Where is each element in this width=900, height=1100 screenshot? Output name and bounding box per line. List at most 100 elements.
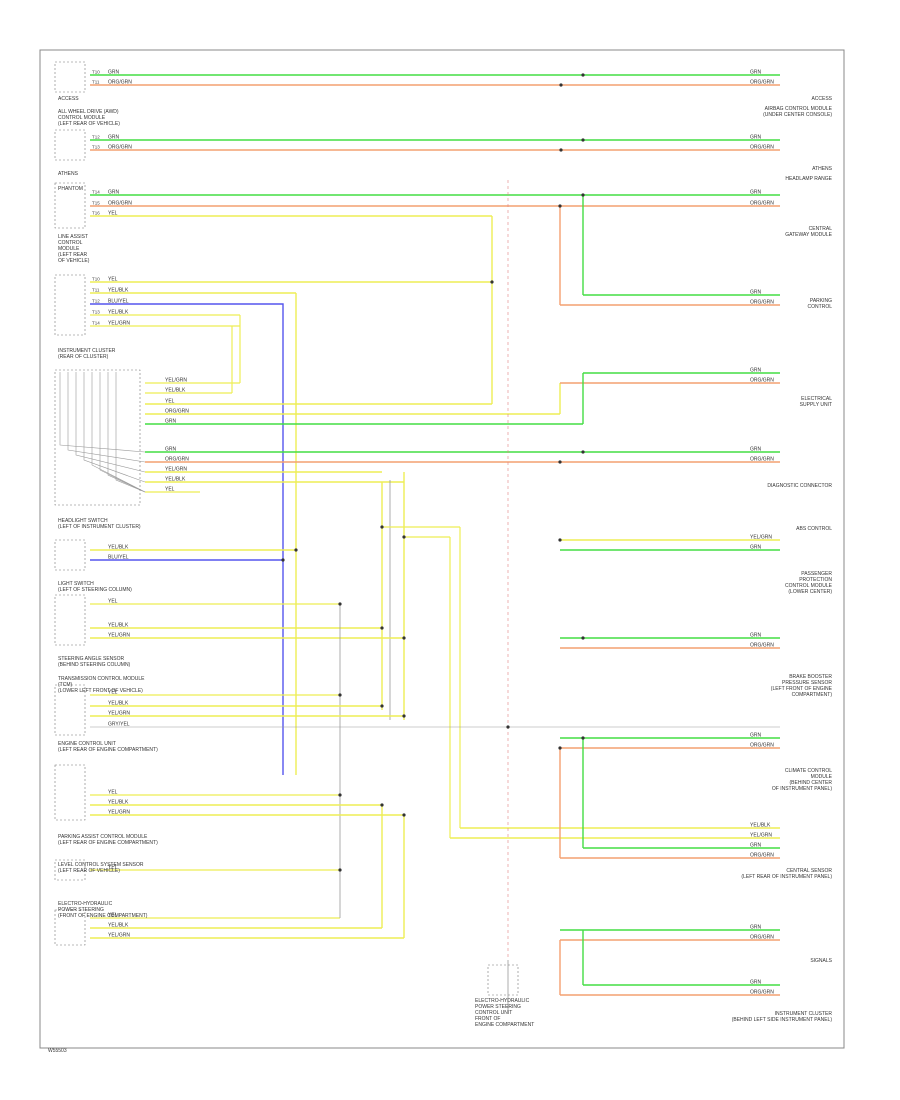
connector-power-steering [487, 964, 519, 996]
right-component-label: DIAGNOSTIC CONNECTOR [767, 483, 832, 489]
splice-dot [581, 138, 585, 142]
right-component-label: CONTROL MODULE [785, 583, 833, 589]
connector-light-switch [54, 594, 86, 646]
cluster-fan-wire [75, 372, 146, 473]
left-component-label: HEADLIGHT SWITCH [58, 518, 108, 524]
cluster-fan-wire [67, 372, 146, 463]
pin-label: T12 [92, 135, 100, 140]
left-component-label: ATHENS [58, 171, 79, 177]
right-component-label: (BEHIND LEFT SIDE INSTRUMENT PANEL) [732, 1017, 833, 1023]
wire-label: YEL/GRN [750, 535, 772, 541]
pin-label: T13 [92, 310, 100, 315]
right-component-label: CENTRAL [809, 226, 833, 232]
right-component-label: HEADLAMP RANGE [785, 176, 832, 182]
right-component-label: PROTECTION [799, 577, 832, 583]
pin-label: T15 [92, 201, 100, 206]
wire-label: YEL [108, 790, 118, 796]
left-component-label: (LEFT OF INSTRUMENT CLUSTER) [58, 524, 141, 530]
right-component-label: ELECTRICAL [801, 396, 832, 402]
pin-label: T14 [92, 190, 100, 195]
wire-label: YEL/GRN [108, 810, 130, 816]
wire-label: YEL/GRN [108, 633, 130, 639]
cluster-fan-wire [115, 372, 146, 493]
bottom-center-label: ELECTRO-HYDRAULIC [475, 998, 530, 1004]
right-component-label: CONTROL [808, 304, 833, 310]
splice-dot [380, 626, 384, 630]
wire-label: YEL [108, 690, 118, 696]
right-component-label: BRAKE BOOSTER [789, 674, 832, 680]
right-component-label: PARKING [810, 298, 832, 304]
pin-label: T12 [92, 299, 100, 304]
wire-label: YEL/BLK [108, 800, 129, 806]
wire-label: GRN [750, 733, 762, 739]
wire-label: YEL/BLK [108, 623, 129, 629]
wire-label: YEL/BLK [165, 388, 186, 394]
connector-athens [54, 182, 86, 229]
wire-label: GRY/YEL [108, 722, 130, 728]
splice-dot [402, 714, 406, 718]
left-component-label: (REAR OF CLUSTER) [58, 354, 109, 360]
cluster-fan-wire [83, 372, 146, 483]
splice-dot [558, 204, 562, 208]
wire-label: ORG/GRN [165, 409, 189, 415]
wire-label: YEL [108, 211, 118, 217]
wire-label: ORG/GRN [750, 145, 774, 151]
left-component-label: LINE ASSIST [58, 234, 88, 240]
wire-label: GRN [750, 70, 762, 76]
left-component-label: (LEFT REAR OF VEHICLE) [58, 868, 120, 874]
wire-label: ORG/GRN [108, 145, 132, 151]
wire-label: GRN [108, 70, 120, 76]
left-component-label: TRANSMISSION CONTROL MODULE [58, 676, 145, 682]
left-component-label: OF VEHICLE) [58, 258, 90, 264]
left-component-label: (LEFT REAR OF VEHICLE) [58, 121, 120, 127]
wire-label: ORG/GRN [750, 80, 774, 86]
wire-label: GRN [750, 447, 762, 453]
pin-label: T11 [92, 80, 100, 85]
wire-label: GRN [750, 545, 762, 551]
right-component-label: GATEWAY MODULE [785, 232, 832, 238]
wire-label: BLU/YEL [108, 555, 129, 561]
wire-label: YEL/BLK [108, 923, 129, 929]
left-component-label: CONTROL MODULE [58, 115, 106, 121]
wire-label: ORG/GRN [750, 201, 774, 207]
figure-id: W55503 [48, 1048, 67, 1054]
wire-label: ORG/GRN [750, 457, 774, 463]
pin-label: T10 [92, 277, 100, 282]
right-component-label: SUPPLY UNIT [800, 402, 832, 408]
wire-label: GRN [750, 633, 762, 639]
connector-ecu [54, 764, 86, 821]
pin-label: T13 [92, 145, 100, 150]
right-component-label: (UNDER CENTER CONSOLE) [763, 112, 832, 118]
wire-label: ORG/GRN [108, 201, 132, 207]
wire-label: YEL/BLK [108, 701, 129, 707]
wire-label: YEL [108, 277, 118, 283]
splice-dot [490, 280, 494, 284]
splice-dot [559, 83, 563, 87]
wire-label: GRN [108, 135, 120, 141]
wire-label: YEL/GRN [108, 711, 130, 717]
right-component-label: PASSENGER [801, 571, 832, 577]
right-component-label: (BEHIND CENTER [789, 780, 832, 786]
bottom-center-label: CONTROL UNIT [475, 1010, 512, 1016]
splice-dot [338, 868, 342, 872]
wire-label: YEL/BLK [108, 288, 129, 294]
right-component-label: CLIMATE CONTROL [785, 768, 832, 774]
wire-label: GRN [750, 843, 762, 849]
wire-label: ORG/GRN [108, 80, 132, 86]
left-component-label: PHANTOM [58, 186, 83, 192]
splice-dot [581, 636, 585, 640]
splice-dot [294, 548, 298, 552]
right-component-label: PRESSURE SENSOR [782, 680, 832, 686]
left-component-label: POWER STEERING [58, 907, 104, 913]
connector-line-assist [54, 274, 86, 336]
pin-label: T10 [92, 70, 100, 75]
left-component-label: (LEFT REAR OF ENGINE COMPARTMENT) [58, 840, 158, 846]
splice-dot [581, 450, 585, 454]
left-component-label: ACCESS [58, 96, 79, 102]
wire-label: YEL [108, 599, 118, 605]
bottom-center-label: ENGINE COMPARTMENT [475, 1022, 534, 1028]
left-component-label: (LOWER LEFT FRONT OF VEHICLE) [58, 688, 143, 694]
right-component-label: ATHENS [812, 166, 833, 172]
right-component-label: AIRBAG CONTROL MODULE [765, 106, 833, 112]
